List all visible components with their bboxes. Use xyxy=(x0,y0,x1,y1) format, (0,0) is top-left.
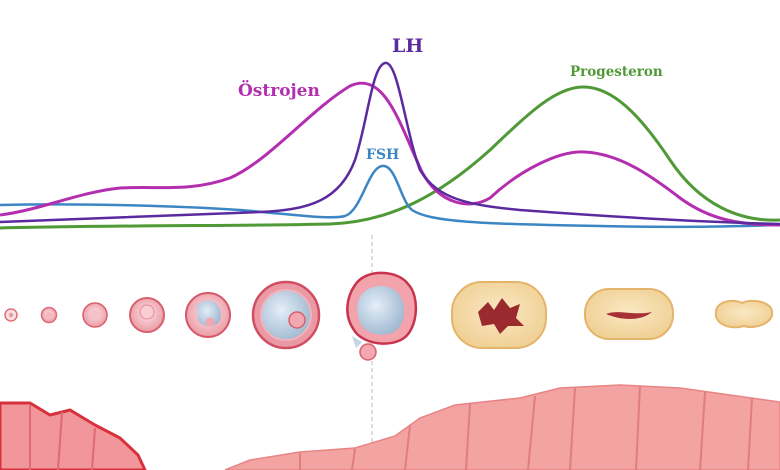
primordial-follicle xyxy=(4,308,18,322)
regressing-corpus-luteum xyxy=(584,288,674,340)
fsh-curve xyxy=(0,164,780,229)
preantral-follicle xyxy=(129,297,165,333)
secondary-follicle xyxy=(82,302,108,328)
hormone-chart: LH Östrojen FSH Progesteron xyxy=(0,35,780,470)
ovulation xyxy=(346,271,418,361)
early-antral-follicle xyxy=(185,292,231,338)
progesteron-label: Progesteron xyxy=(570,64,663,80)
corpus-albicans xyxy=(714,299,774,329)
lh-label: LH xyxy=(392,35,423,57)
primary-follicle xyxy=(40,306,58,324)
corpus-luteum xyxy=(451,281,547,349)
progesteron-curve xyxy=(0,85,780,230)
lh-curve xyxy=(0,61,780,226)
ostrojen-label: Östrojen xyxy=(238,80,320,101)
graafian-follicle xyxy=(251,280,321,350)
ovarian-stages-row xyxy=(4,271,774,361)
menstrual-endometrium xyxy=(0,401,147,470)
ostrojen-curve xyxy=(0,81,780,227)
endometrium xyxy=(0,384,780,470)
fsh-label: FSH xyxy=(366,147,399,163)
proliferative-endometrium xyxy=(224,384,780,470)
